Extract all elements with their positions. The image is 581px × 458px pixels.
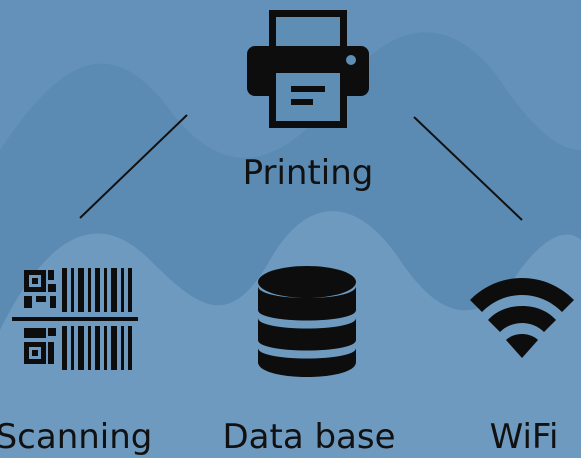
wifi-icon: [470, 278, 574, 358]
database-icon: [258, 266, 356, 377]
connector-printing-scanning: [79, 114, 188, 219]
connector-printing-wifi: [413, 116, 523, 221]
node-label-scanning: Scanning: [0, 417, 153, 457]
barcode-scanner-icon: [12, 268, 138, 370]
node-label-database: Data base: [222, 417, 396, 457]
node-label-printing: Printing: [242, 153, 374, 193]
node-label-wifi: WiFi: [489, 417, 559, 457]
printer-icon: [247, 10, 369, 128]
